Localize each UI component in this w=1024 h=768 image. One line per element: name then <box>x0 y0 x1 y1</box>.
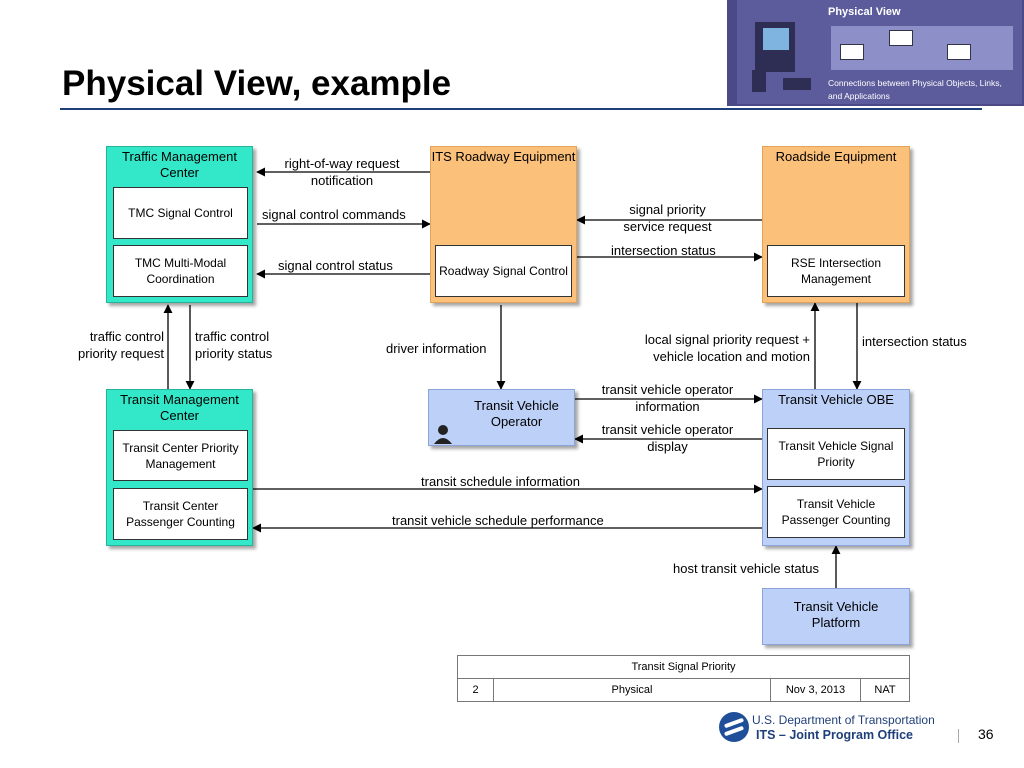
transit-vehicle-obe-node[interactable]: Transit Vehicle OBE Transit Vehicle Sign… <box>762 389 910 546</box>
table-cell: 2 <box>458 679 494 701</box>
node-title: Transit Vehicle Operator <box>474 398 559 429</box>
flow-label: transit schedule information <box>421 474 580 489</box>
banner-panel: Physical View Connections between Physic… <box>737 0 1022 104</box>
banner-box-icon <box>840 44 864 60</box>
transit-center-priority-management-box[interactable]: Transit Center Priority Management <box>113 430 248 481</box>
rse-intersection-management-box[interactable]: RSE Intersection Management <box>767 245 905 297</box>
node-title: Transit Vehicle Platform <box>793 599 879 630</box>
flow-label: transit vehicle operator display <box>601 422 734 454</box>
page-title: Physical View, example <box>62 64 452 103</box>
flow-label: right-of-way request notification <box>284 156 400 188</box>
node-title: Traffic Management Center <box>122 149 237 180</box>
transit-vehicle-operator-node[interactable]: Transit Vehicle Operator <box>428 389 575 446</box>
dot-logo-icon <box>719 712 749 742</box>
flow-label: local signal priority request + vehicle … <box>644 332 810 364</box>
diagram-info-table: Transit Signal Priority 2 Physical Nov 3… <box>457 655 910 702</box>
roadway-signal-control-box[interactable]: Roadway Signal Control <box>435 245 572 297</box>
footer-separator <box>958 729 959 743</box>
transit-center-passenger-counting-box[interactable]: Transit Center Passenger Counting <box>113 488 248 540</box>
banner-box-icon <box>947 44 971 60</box>
flow-label: intersection status <box>862 334 967 349</box>
physical-view-banner: Physical View Connections between Physic… <box>727 0 1024 106</box>
roadside-equipment-node[interactable]: Roadside Equipment RSE Intersection Mana… <box>762 146 910 303</box>
flow-label: traffic control priority status <box>195 329 273 361</box>
table-header: Transit Signal Priority <box>458 656 909 679</box>
table-cell: Physical <box>494 679 771 701</box>
node-title: Transit Management Center <box>120 392 239 423</box>
device-icon <box>752 70 766 92</box>
banner-box-icon <box>889 30 913 46</box>
page-number: 36 <box>978 726 994 742</box>
transit-vehicle-signal-priority-box[interactable]: Transit Vehicle Signal Priority <box>767 428 905 480</box>
transit-vehicle-passenger-counting-box[interactable]: Transit Vehicle Passenger Counting <box>767 486 905 538</box>
banner-title: Physical View <box>828 6 901 18</box>
node-title: Roadside Equipment <box>775 149 897 164</box>
flow-label: host transit vehicle status <box>673 561 819 576</box>
flow-label: signal priority service request <box>623 202 712 234</box>
router-icon <box>783 78 811 90</box>
title-rule <box>60 108 982 110</box>
table-cell: Nov 3, 2013 <box>771 679 861 701</box>
tmc-multimodal-coordination-box[interactable]: TMC Multi-Modal Coordination <box>113 245 248 297</box>
flow-label: traffic control priority request <box>78 329 164 361</box>
traffic-management-center-node[interactable]: Traffic Management Center TMC Signal Con… <box>106 146 253 303</box>
transit-vehicle-platform-node[interactable]: Transit Vehicle Platform <box>762 588 910 645</box>
flow-label: transit vehicle operator information <box>601 382 734 414</box>
tmc-signal-control-box[interactable]: TMC Signal Control <box>113 187 248 239</box>
node-title: Transit Vehicle OBE <box>778 392 894 407</box>
flow-label: signal control status <box>278 258 393 273</box>
footer-office: ITS – Joint Program Office <box>756 728 913 742</box>
its-roadway-equipment-node[interactable]: ITS Roadway Equipment Roadway Signal Con… <box>430 146 577 303</box>
flow-label: intersection status <box>611 243 716 258</box>
flow-label: driver information <box>386 341 487 356</box>
footer-org: U.S. Department of Transportation <box>752 713 935 727</box>
flow-label: transit vehicle schedule performance <box>392 513 604 528</box>
monitor-screen-icon <box>763 28 789 50</box>
person-icon <box>434 425 452 444</box>
banner-subtitle: Connections between Physical Objects, Li… <box>828 78 1002 101</box>
table-cell: NAT <box>874 684 896 696</box>
node-title: ITS Roadway Equipment <box>431 149 576 164</box>
transit-management-center-node[interactable]: Transit Management Center Transit Center… <box>106 389 253 546</box>
flow-label: signal control commands <box>262 207 406 222</box>
